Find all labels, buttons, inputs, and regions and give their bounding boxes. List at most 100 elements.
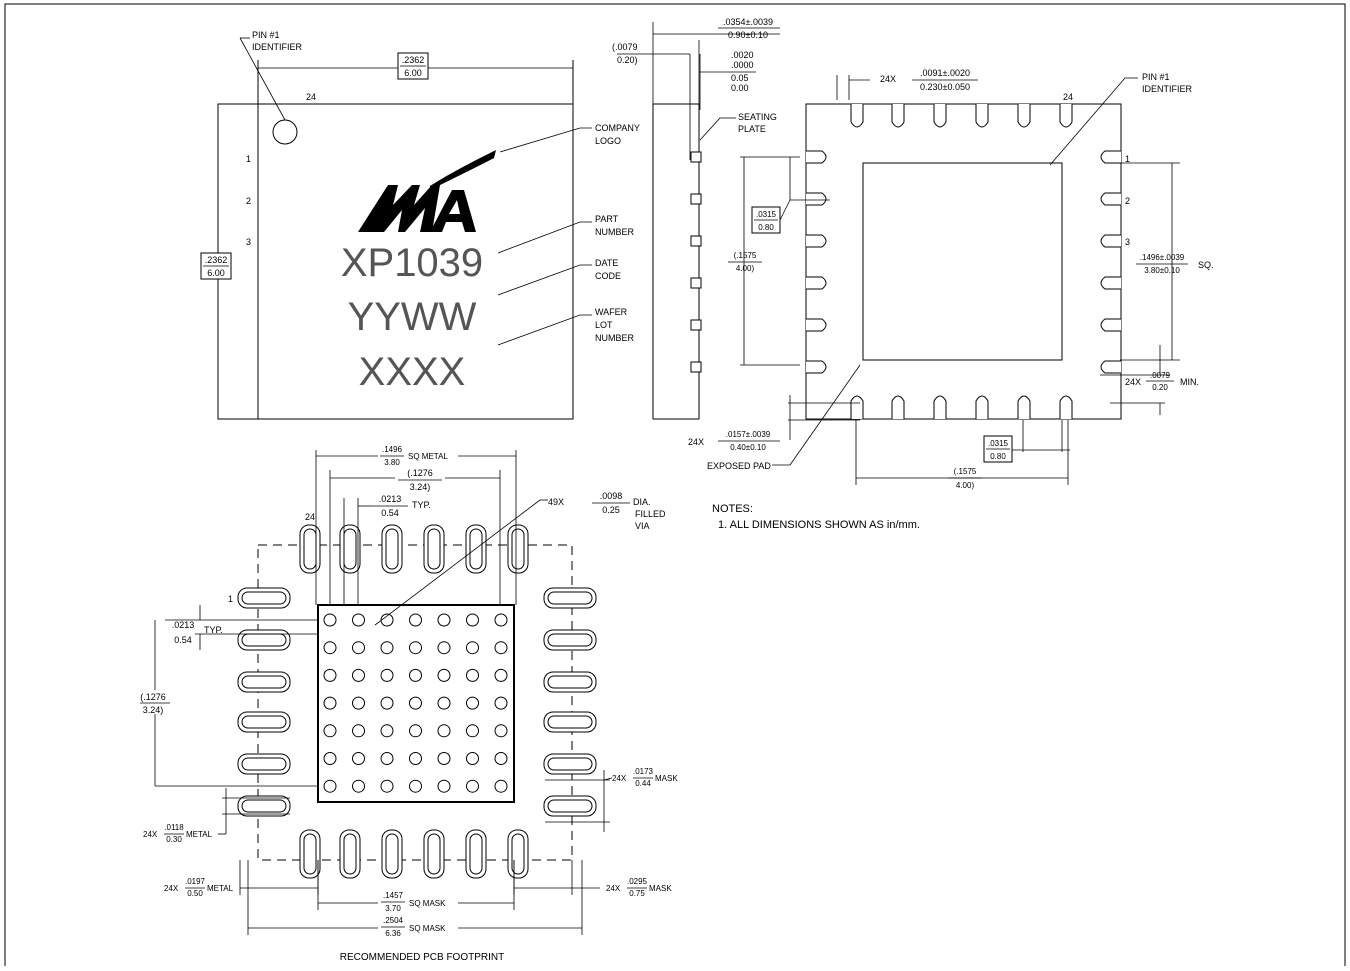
- page-border: [4, 3, 1346, 971]
- standoff-in-max: .0020: [731, 50, 754, 60]
- pin-number: 2: [246, 196, 251, 206]
- filled-via: [323, 668, 337, 682]
- footprint-pad-bottom-metal: [303, 833, 317, 875]
- metal-sq-mm: 3.80: [384, 458, 400, 467]
- lot-callout-3: NUMBER: [595, 333, 635, 343]
- exposed-pad: [862, 162, 1063, 361]
- metal-sq-in: .1496: [382, 445, 403, 454]
- width-dim-mm: 6.00: [404, 68, 422, 78]
- mask-sq-inner-mm: 3.70: [385, 904, 401, 913]
- footprint-pad-top-metal: [469, 528, 483, 570]
- span-left-in: (.1575: [734, 251, 757, 260]
- pin-number: 1: [246, 154, 251, 164]
- metal-length-in: .0197: [185, 877, 206, 886]
- bottom-lead-left: [806, 318, 827, 332]
- filled-via: [437, 613, 451, 627]
- via-pitch-top-in: .0213: [379, 494, 402, 504]
- metal-width-count: 24X: [143, 830, 158, 839]
- filled-via: [380, 668, 394, 682]
- filled-via: [466, 613, 479, 627]
- filled-via: [409, 641, 422, 655]
- bottom-lead-left: [806, 150, 827, 164]
- bottom-view: PIN #1 IDENTIFIER 24X .0091±.0020 0.230±…: [688, 68, 1214, 490]
- metal-length-mm: 0.50: [187, 889, 203, 898]
- notes: NOTES: 1. ALL DIMENSIONS SHOWN AS in/mm.: [712, 503, 920, 531]
- footprint-pad-left-metal: [241, 715, 287, 729]
- footprint-pad-left-metal: [241, 757, 287, 771]
- height-dim-mm: 6.00: [207, 268, 225, 278]
- side-lead: [690, 235, 702, 247]
- footprint-pad-top-metal: [427, 528, 441, 570]
- filled-via: [409, 613, 422, 627]
- filled-via: [466, 696, 479, 710]
- bottom-lead-top: [933, 104, 947, 128]
- filled-via: [323, 724, 337, 738]
- via-callout-in: .0098: [600, 491, 623, 501]
- logo-callout-1: COMPANY: [595, 123, 640, 133]
- bottom-lead-left: [806, 234, 827, 248]
- side-view: .0354±.0039 0.90±0.10 (.0079 0.20) .0020…: [612, 17, 780, 420]
- filled-via: [323, 696, 337, 710]
- footprint-pad-bottom-metal: [385, 833, 399, 875]
- footprint-pad-left-metal: [241, 633, 287, 647]
- filled-via: [409, 668, 422, 682]
- span-left-mm: 4.00): [736, 264, 755, 273]
- lot-callout-2: LOT: [595, 320, 613, 330]
- footprint-pad-top-metal: [343, 528, 357, 570]
- mask-sq-inner-suffix: SQ MASK: [409, 899, 446, 908]
- via-span-left-mm: 3.24): [143, 705, 164, 715]
- pcb-footprint: 24 1 .1496 3.80 SQ METAL (.1276 3.24) .0…: [130, 442, 678, 963]
- side-lead: [690, 277, 702, 289]
- bottom-lead-right: [1100, 192, 1121, 206]
- pin-number: 24: [1063, 92, 1073, 102]
- mask-length-in: .0295: [627, 877, 648, 886]
- bottom-lead-right: [1100, 360, 1121, 374]
- footprint-pad-top-metal: [385, 528, 399, 570]
- via-callout-mm: 0.25: [602, 505, 620, 515]
- filled-via: [380, 724, 394, 738]
- filled-via: [352, 668, 365, 682]
- filled-via: [466, 668, 479, 682]
- filled-via: [380, 779, 394, 793]
- footprint-pad-right-metal: [547, 757, 593, 771]
- pitch-left-in: .0315: [756, 210, 777, 219]
- footprint-pads: [237, 524, 597, 879]
- via-pitch-left-typ: TYP.: [204, 625, 223, 635]
- standoff-mm-max: 0.05: [731, 73, 749, 83]
- pin-number: 24: [305, 512, 315, 522]
- pitch-bottom-in: .0315: [988, 439, 1009, 448]
- lead-length-mm: 0.40±0.10: [730, 443, 766, 452]
- thickness-dim-in: .0354±.0039: [723, 17, 773, 27]
- notes-title: NOTES:: [712, 503, 753, 515]
- via-callout-dia: DIA.: [633, 497, 651, 507]
- via-callout-count: 49X: [548, 497, 564, 507]
- lead-length-count: 24X: [688, 437, 704, 447]
- via-pitch-left-mm: 0.54: [174, 635, 192, 645]
- filled-via: [380, 696, 394, 710]
- thickness-dim-mm: 0.90±0.10: [728, 30, 768, 40]
- pin1-label-2: IDENTIFIER: [252, 42, 303, 52]
- part-number-marking: XP1039: [341, 241, 483, 285]
- note-item: 1. ALL DIMENSIONS SHOWN AS in/mm.: [718, 519, 920, 531]
- via-span-mm: 3.24): [410, 482, 431, 492]
- bottom-lead-right: [1100, 150, 1121, 164]
- bottom-lead-top: [975, 104, 989, 128]
- pin1-dot: [272, 119, 298, 145]
- lead-dim-in: (.0079: [612, 42, 638, 52]
- filled-via: [494, 668, 508, 682]
- lead-min-count: 24X: [1125, 377, 1141, 387]
- filled-via: [437, 779, 451, 793]
- side-lead: [690, 319, 702, 331]
- mask-length-mm: 0.75: [629, 889, 645, 898]
- bottom-lead-top: [850, 104, 864, 128]
- metal-length-count: 24X: [164, 884, 179, 893]
- side-leads: [690, 151, 702, 373]
- side-lead: [690, 361, 702, 373]
- lead-dim-mm: 0.20): [617, 55, 638, 65]
- filled-via: [494, 641, 508, 655]
- mask-width-in: .0173: [633, 767, 654, 776]
- footprint-pad-bottom-metal: [511, 833, 525, 875]
- metal-width-mm: 0.30: [166, 835, 182, 844]
- via-pitch-top-typ: TYP.: [412, 500, 431, 510]
